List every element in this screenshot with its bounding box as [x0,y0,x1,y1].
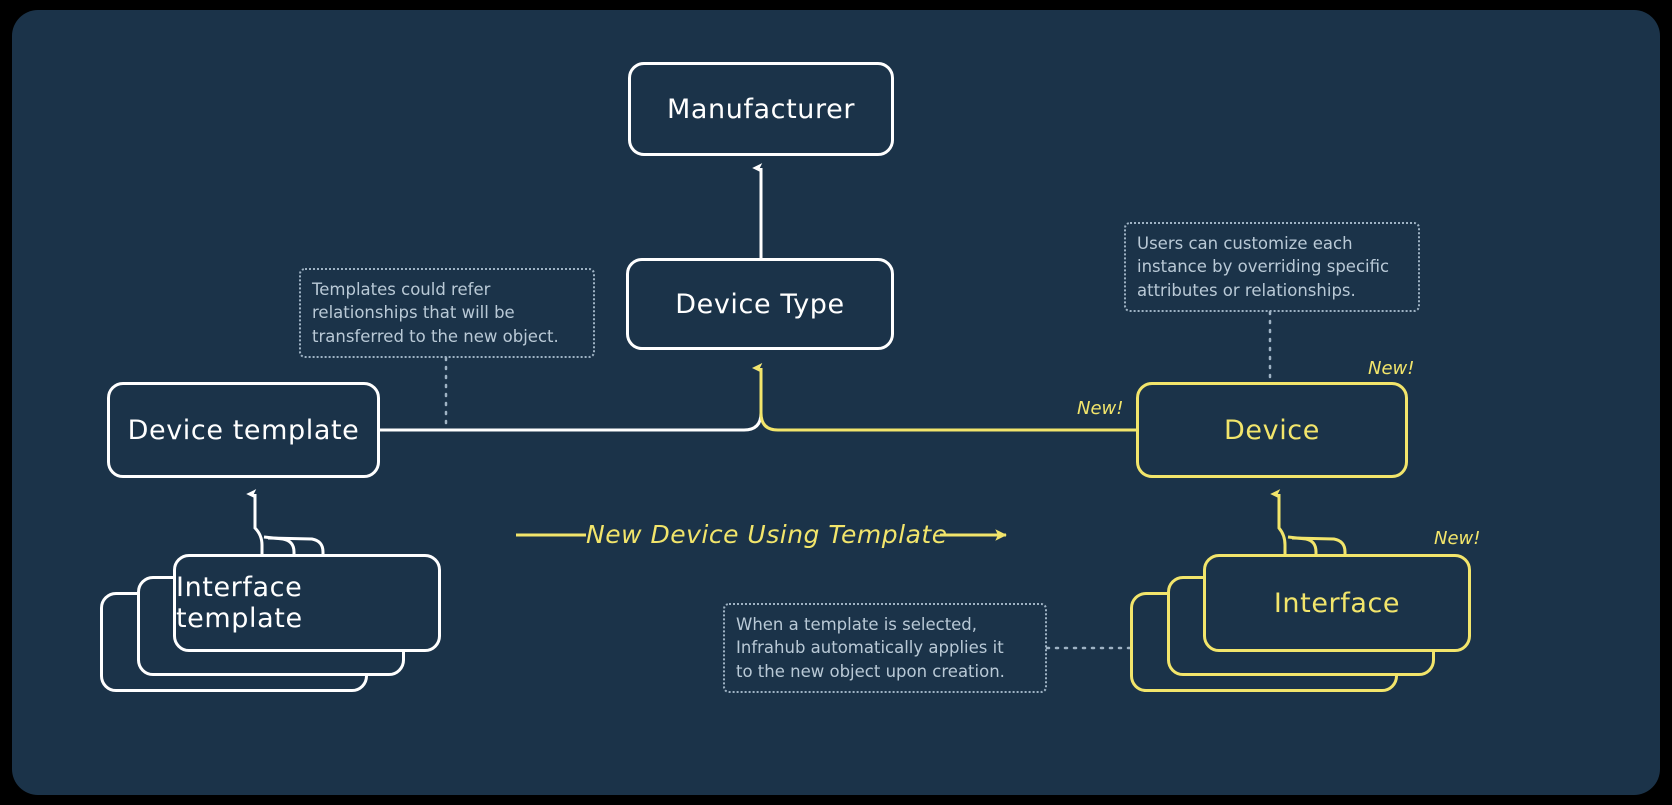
node-interface[interactable]: Interface [1203,554,1471,652]
node-manufacturer-label: Manufacturer [666,93,856,125]
node-manufacturer[interactable]: Manufacturer [628,62,894,156]
node-interface-template-label: Interface template [176,572,303,634]
node-device-label: Device [1224,414,1320,446]
node-device-template[interactable]: Device template [107,382,380,478]
badge-interface-new: New! [1434,528,1481,549]
node-device-type-label: Device Type [675,288,845,320]
annotation-users-customize: Users can customize each instance by ove… [1124,222,1420,312]
badge-relationship-new: New! [1077,398,1124,419]
node-interface-label: Interface [1273,587,1401,619]
annotation-template-selected: When a template is selected, Infrahub au… [723,603,1047,693]
node-device[interactable]: Device [1136,382,1408,478]
node-device-template-label: Device template [127,414,360,446]
node-interface-template[interactable]: Interface template [173,554,441,652]
annotation-templates-refer: Templates could refer relationships that… [299,268,595,358]
flow-arrow-label: New Device Using Template [586,520,948,549]
node-device-type[interactable]: Device Type [626,258,894,350]
badge-device-new: New! [1368,358,1415,379]
